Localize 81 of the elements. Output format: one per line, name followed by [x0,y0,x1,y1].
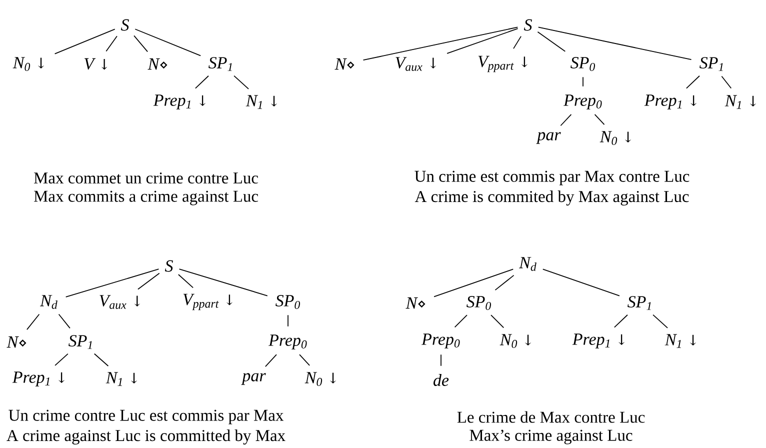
node-label: N$_{0}$ ↓ [12,57,44,71]
caption-text: Max commits a crime against Luc [34,190,258,206]
node-label: SP$_{1}$ [208,57,232,71]
branch-line [538,26,692,60]
branch-line [178,268,268,296]
branch-line [652,314,668,328]
caption-text: Un crime contre Luc est commis par Max [8,410,284,424]
branch-line [542,268,620,296]
node-label: V$_{ppart}$ ↓ [478,56,528,72]
caption-text: Un crime est commis par Max contre Luc [414,170,690,186]
branch-line [362,26,518,61]
node-label: N⋄ [148,58,168,70]
branch-line [721,76,732,89]
node-label: Prep$_{0}$ [268,334,307,350]
node-label: SP$_{0}$ [570,57,596,71]
node-label: Prep$_{1}$ ↓ [644,94,696,110]
branch-line [454,314,468,328]
node-label: N⋄ [406,297,426,309]
branch-line [582,76,584,87]
branch-line [537,31,566,52]
node-label: Prep$_{1}$ ↓ [153,94,206,110]
branch-line [614,314,628,328]
node-label: SP$_{1}$ [68,335,92,349]
branch-line [686,75,700,89]
branch-line [54,353,68,366]
node-label: N$_{0}$ ↓ [304,372,336,386]
caption-text: Le crime de Max contre Luc [457,411,645,423]
branch-line [58,314,70,329]
branch-line [440,354,442,366]
node-label: S [120,19,129,31]
node-label: SP$_{0}$ [466,296,492,310]
branch-line [234,75,249,90]
branch-line [264,354,277,368]
node-label: N$_{d}$ [40,295,58,309]
branch-line [299,354,310,366]
node-label: N⋄ [6,336,26,348]
node-label: V$_{aux}$ ↓ [100,295,140,309]
branch-line [434,268,514,298]
caption-text: Max’s crime against Luc [470,430,632,444]
caption-text: A crime against Luc is committed by Max [6,430,286,444]
node-label: Prep$_{0}$ [421,334,460,348]
node-label: Prep$_{1}$ ↓ [572,334,624,348]
branch-line [26,314,40,330]
node-label: N$_{1}$ ↓ [106,372,137,386]
node-label: Prep$_{1}$ ↓ [12,372,64,386]
branch-line [134,35,148,52]
node-label: N$_{1}$ ↓ [664,334,696,348]
branch-line [513,36,522,50]
node-label: S [524,19,532,31]
branch-line [65,268,160,298]
branch-line [494,274,514,291]
node-label: N$_{1}$ ↓ [724,95,756,109]
node-label: V ↓ [84,58,108,70]
branch-line [94,353,109,366]
node-label: SP$_{0}$ [276,295,300,309]
node-label: par [241,373,266,385]
caption-text: Max commet un crime contre Luc [34,172,258,184]
node-label: par [536,132,561,144]
node-label: V$_{aux}$ ↓ [396,57,436,71]
node-label: N$_{d}$ [518,257,536,271]
branch-line [194,75,209,89]
node-label: S [164,260,173,272]
node-label: N⋄ [334,58,354,70]
branch-line [446,28,518,54]
branch-line [560,114,572,126]
branch-line [134,28,202,56]
node-label: de [434,374,449,386]
branch-line [138,272,160,290]
node-label: Prep$_{0}$ [563,94,602,110]
caption-text: A crime is commited by Max against Luc [414,190,689,206]
node-label: V$_{ppart}$ ↓ [183,294,232,310]
branch-line [594,114,605,125]
branch-line [178,274,194,288]
node-label: N$_{0}$ ↓ [600,131,631,145]
branch-line [490,314,504,328]
branch-line [106,36,118,52]
branch-line [54,28,116,54]
node-label: N$_{1}$ ↓ [246,95,277,109]
node-label: SP$_{1}$ [628,296,651,310]
node-label: N$_{0}$ ↓ [500,334,531,348]
node-label: SP$_{1}$ [700,57,723,71]
